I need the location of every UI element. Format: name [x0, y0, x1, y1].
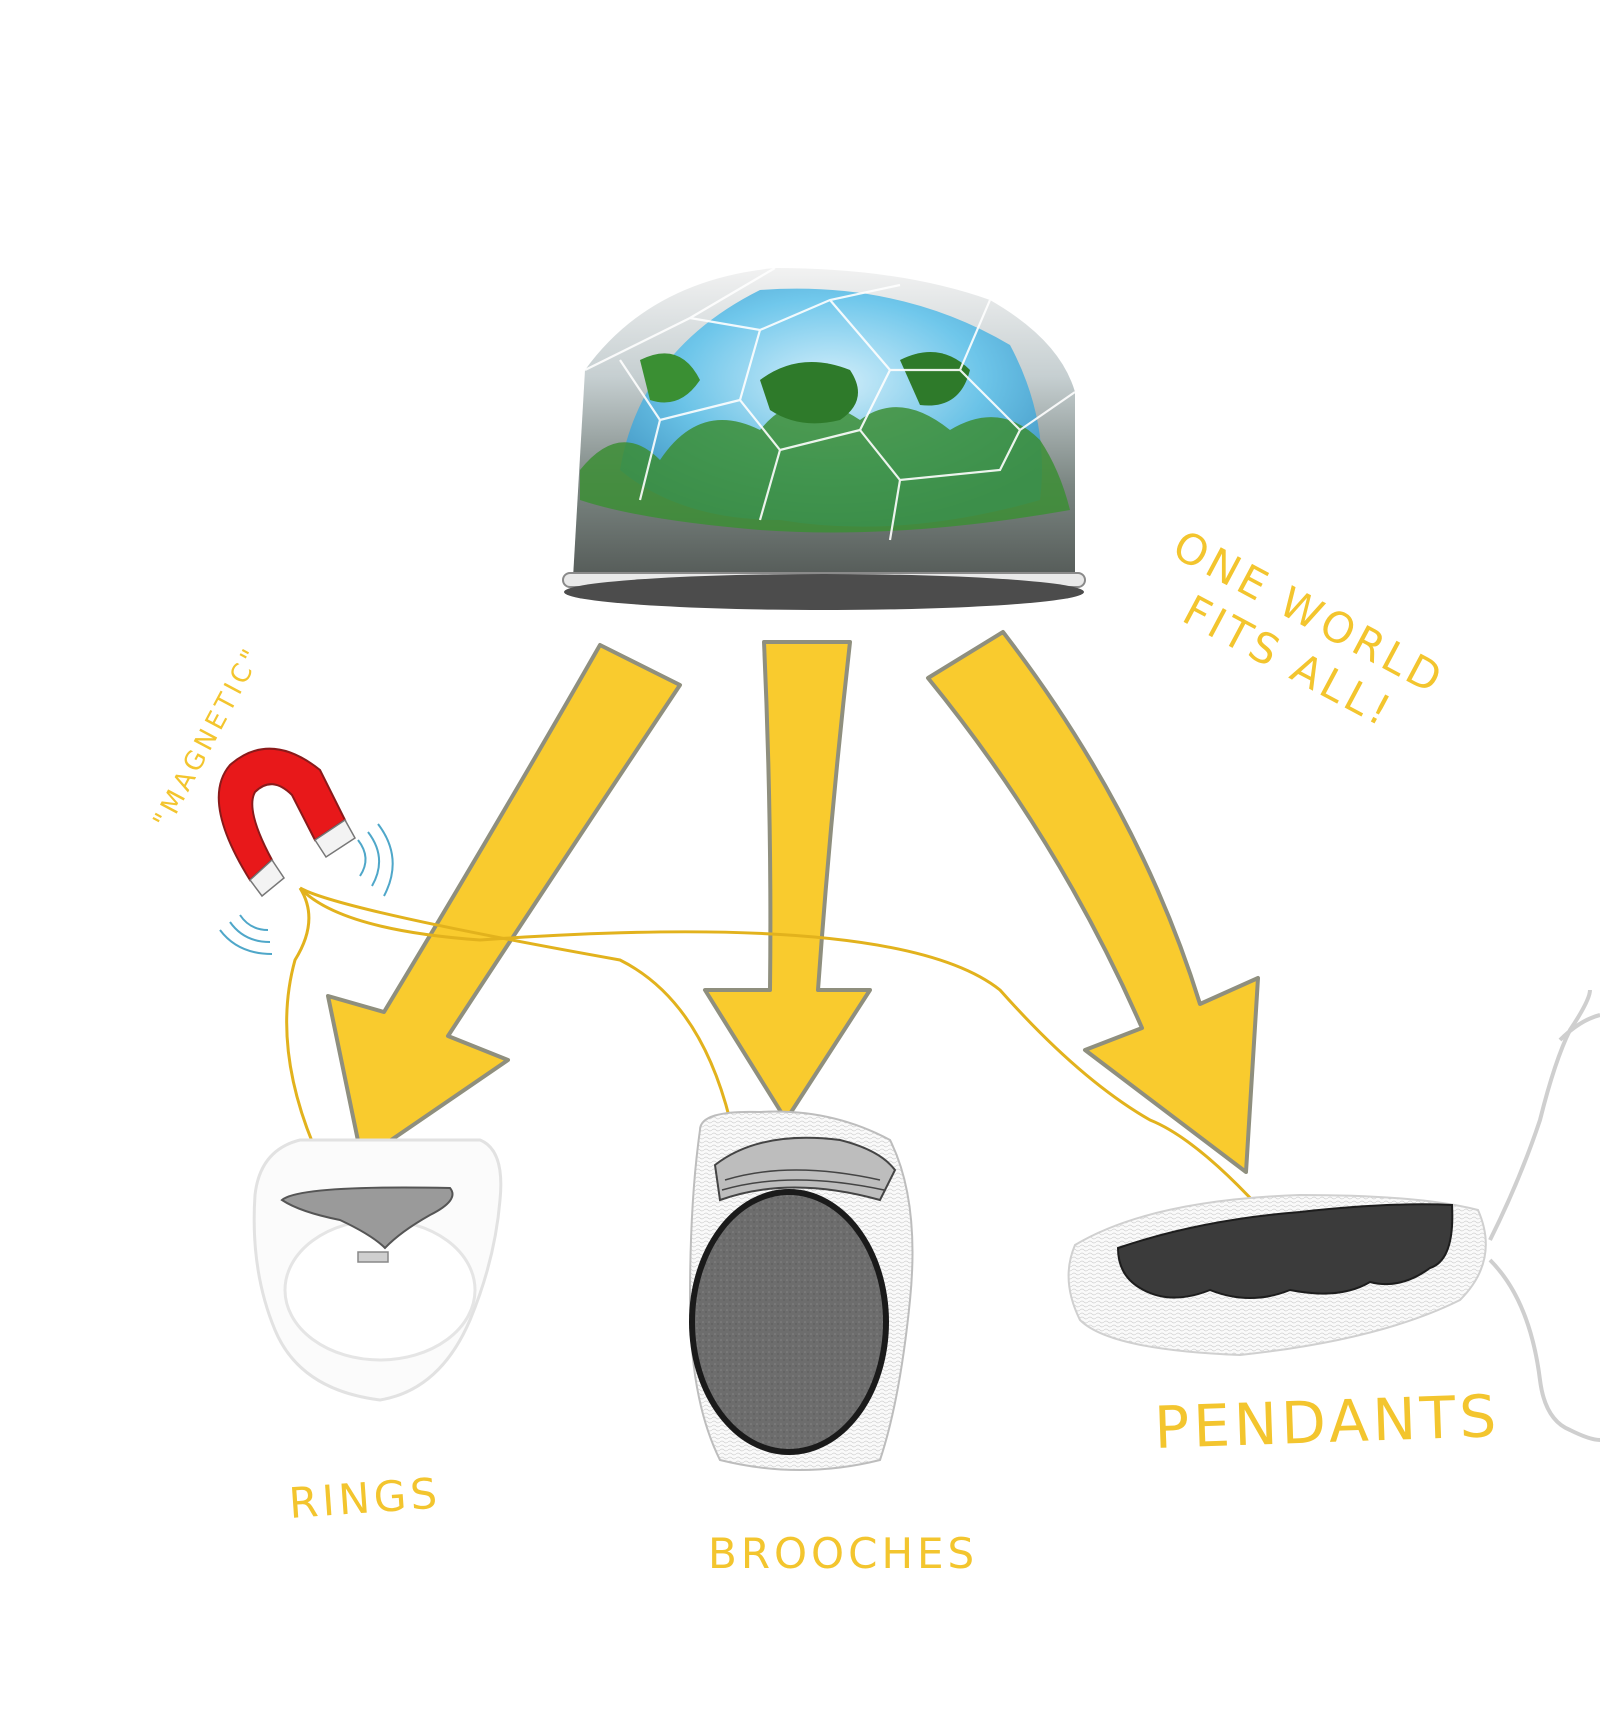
arrow-to-rings: [326, 643, 682, 1162]
terrarium-dome: [562, 267, 1086, 610]
label-brooches: BROOCHES: [708, 1529, 978, 1578]
dome-base: [564, 574, 1084, 610]
brooch-illustration: [688, 1110, 914, 1471]
ring-insert-slot: [280, 1186, 454, 1250]
one-world-note: ONE WORLD FITS ALL!: [1165, 521, 1453, 738]
label-pendants: PENDANTS: [1153, 1382, 1501, 1462]
magnet-wave-icon: [219, 823, 394, 955]
pendant-chain: [1488, 989, 1600, 1442]
pendant-illustration: [1067, 989, 1600, 1442]
ring-illustration: [252, 1138, 503, 1402]
brooch-insert-slot: [695, 1195, 883, 1449]
magnet-icon: [217, 747, 356, 898]
pendant-insert-slot: [1116, 1203, 1454, 1299]
arrow-to-pendants: [926, 630, 1260, 1174]
arrow-to-brooches: [703, 640, 872, 1122]
label-rings: RINGS: [287, 1468, 442, 1527]
dome-facet-lines: [584, 267, 1076, 541]
